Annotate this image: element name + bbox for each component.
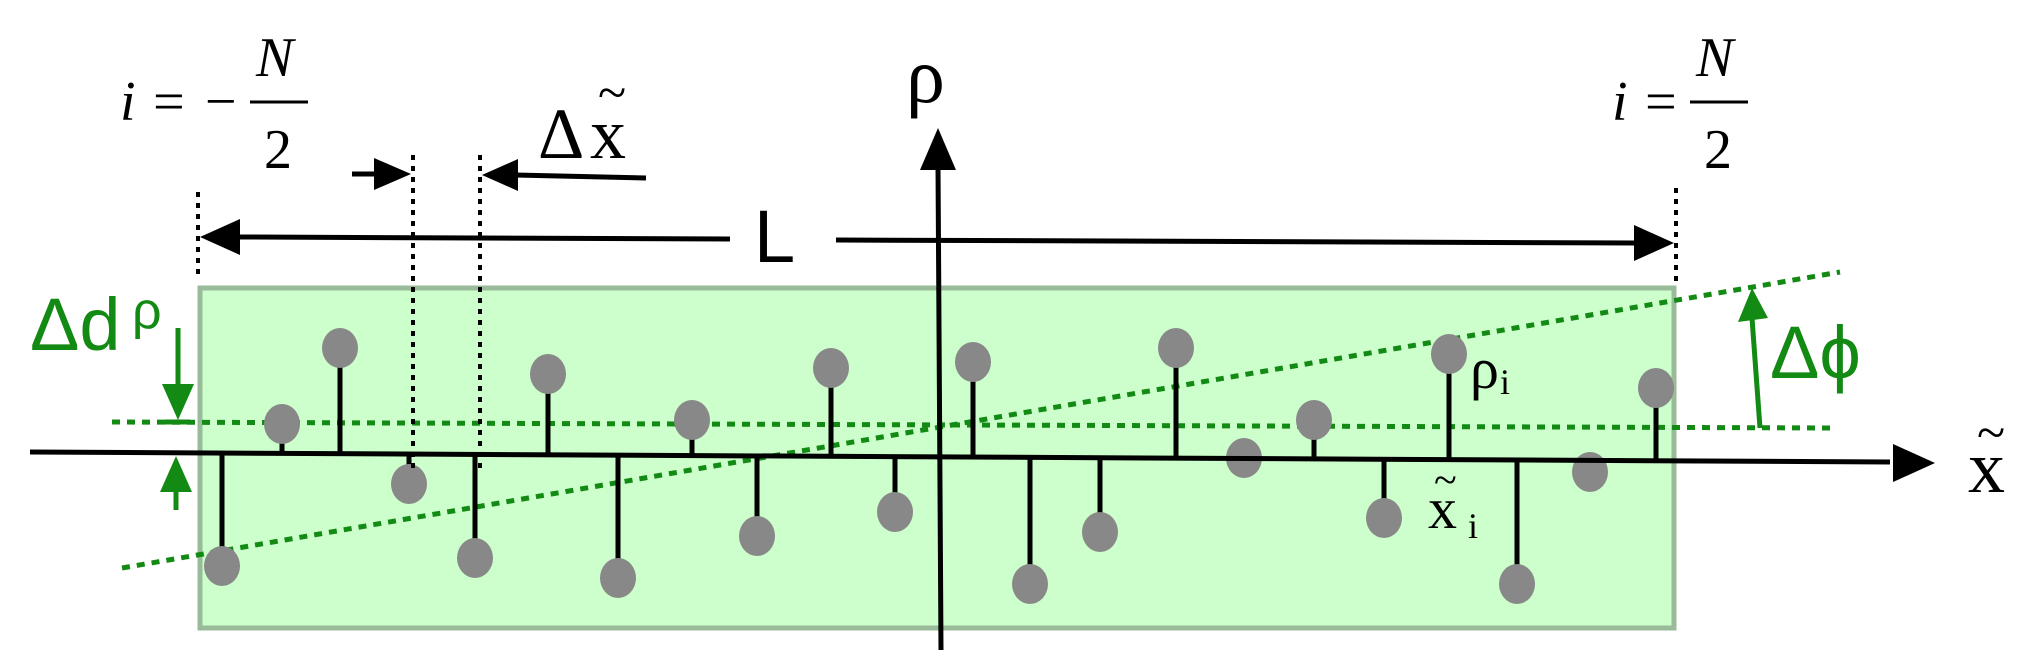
- sample-point: [322, 328, 358, 368]
- sample-point: [530, 354, 566, 394]
- sample-point: [1499, 564, 1535, 604]
- delta-x-arrowhead-left: [374, 158, 411, 190]
- reference-line-tilted: [121, 269, 1841, 571]
- x-axis: [29, 449, 1891, 465]
- sample-point: [264, 404, 300, 444]
- delta-d-arrowhead-top: [162, 384, 194, 420]
- length-label: L: [754, 195, 795, 278]
- length-arrow-right: [835, 237, 1637, 246]
- x-axis-arrowhead: [1893, 444, 1935, 482]
- rho-axis-arrowhead: [920, 128, 956, 170]
- x-i-subscript: i: [1468, 506, 1478, 546]
- delta-x-label-delta: Δ: [538, 94, 584, 174]
- index-left-numerator: N: [255, 27, 296, 89]
- delta-phi-arc: [1749, 317, 1763, 429]
- delta-x-arrowhead-right: [482, 159, 518, 191]
- length-arrow-left: [239, 234, 731, 242]
- delta-d-label: Δd: [30, 283, 121, 366]
- index-right-numerator: N: [1695, 27, 1736, 89]
- rho-axis-label: ρ: [906, 32, 945, 119]
- sample-point: [674, 400, 710, 440]
- rho-i-subscript: i: [1500, 362, 1510, 402]
- delta-phi-arrowhead: [1738, 288, 1768, 322]
- sample-point: [457, 538, 493, 578]
- delta-d-arrowhead-bottom: [160, 456, 192, 492]
- length-arrowhead-right: [1634, 225, 1674, 261]
- sample-point: [391, 464, 427, 504]
- length-arrowhead-left: [200, 219, 240, 255]
- sample-point: [1296, 400, 1332, 440]
- x-axis-label-tilde: ~: [1977, 405, 2005, 462]
- index-left-denominator: 2: [264, 119, 292, 181]
- delta-phi-label: Δϕ: [1770, 311, 1861, 394]
- sample-point: [1012, 564, 1048, 604]
- delta-x-label-tilde: ~: [598, 65, 626, 122]
- delta-d-label-superscript: ρ: [132, 282, 162, 340]
- sample-point: [1366, 498, 1402, 538]
- sample-point: [739, 516, 775, 556]
- x-axis-label: x: [1968, 427, 2005, 509]
- x-i-tilde: ~: [1434, 458, 1457, 504]
- sample-point: [877, 492, 913, 532]
- index-right-lhs: i =: [1612, 71, 1679, 133]
- sample-point: [1431, 334, 1467, 374]
- rho-i-label: ρ: [1470, 336, 1499, 401]
- sample-point: [813, 348, 849, 388]
- index-left-lhs: i = −: [120, 71, 239, 133]
- sample-point: [955, 342, 991, 382]
- index-right-denominator: 2: [1704, 119, 1732, 181]
- sample-point: [1158, 328, 1194, 368]
- sample-point: [204, 546, 240, 586]
- delta-x-label-letter: x: [590, 94, 626, 174]
- x-i-label: x: [1428, 476, 1457, 541]
- sample-point: [1638, 368, 1674, 408]
- sample-point: [600, 558, 636, 598]
- rho-axis: [935, 164, 944, 651]
- sample-point: [1082, 512, 1118, 552]
- delta-x-arrow-right-stem: [514, 172, 647, 181]
